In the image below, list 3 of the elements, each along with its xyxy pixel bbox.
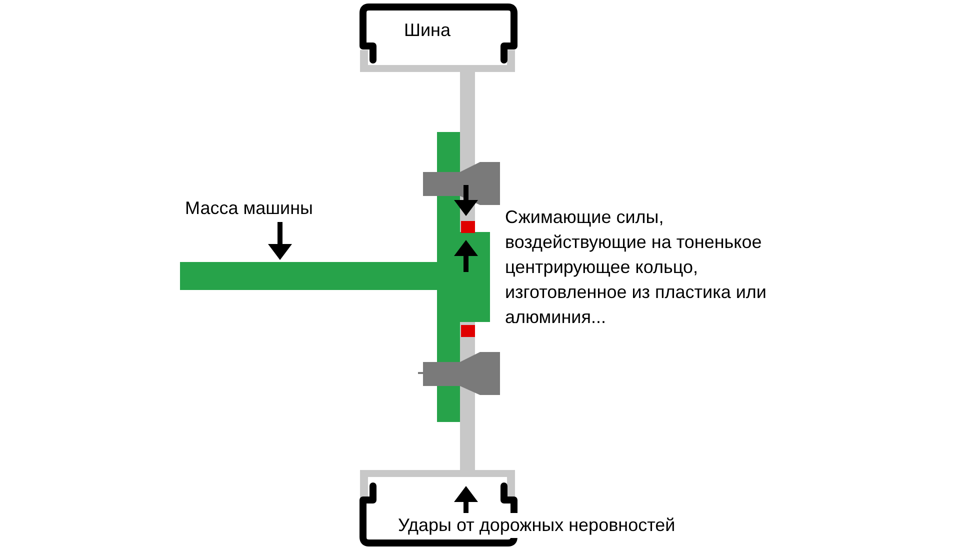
tyre-label: Шина <box>404 19 451 42</box>
load-label: Масса машины <box>185 197 313 220</box>
force-note: Сжимающие силы, воздействующие на тоненькое центрирующее кольцо, изготовленное из пластика или алюминия... <box>505 206 768 329</box>
